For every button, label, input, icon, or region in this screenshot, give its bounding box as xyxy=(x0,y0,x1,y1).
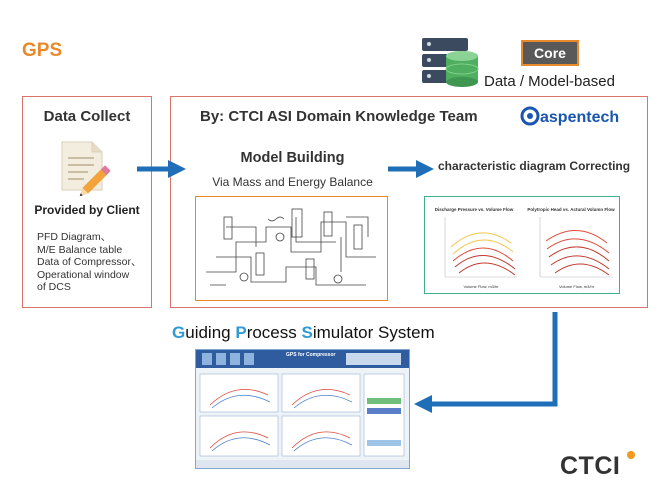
title-rest: imulator System xyxy=(312,323,435,342)
chart-right-title: Polytropic Head vs. Actural Volumn Flow xyxy=(527,207,615,212)
list-item: Data of Compressor、 xyxy=(37,256,142,268)
list-item: M/E Balance table xyxy=(37,243,123,256)
core-badge: Core xyxy=(521,40,579,66)
chart-right-xlabel: Volume Flow, m3/hr xyxy=(558,284,595,289)
model-building-subtitle: Via Mass and Energy Balance xyxy=(212,175,373,189)
ctci-logo-text: CTCI xyxy=(560,452,621,480)
characteristic-curves xyxy=(444,217,613,278)
ctci-logo: CTCI xyxy=(560,451,635,481)
chart-left-xlabel: Volume Flow, m3/hr xyxy=(463,284,499,289)
data-collect-panel xyxy=(22,96,152,308)
page-title: GPS xyxy=(22,40,63,61)
screen-title: GPS for Compressor xyxy=(286,352,336,358)
data-model-label: Data / Model-based xyxy=(484,73,615,90)
aspentech-text: aspentech xyxy=(540,109,620,126)
aspentech-mark-icon xyxy=(520,106,540,126)
chart-left-title: Discharge Pressure vs. Volume Flow xyxy=(434,207,514,212)
title-initial: P xyxy=(235,323,247,342)
gps-screen-thumbnail: GPS for Compressor xyxy=(195,349,410,469)
title-rest: rocess xyxy=(246,323,302,342)
title-initial: G xyxy=(172,323,186,342)
database-server-icon xyxy=(422,38,479,87)
aspentech-logo: aspentech xyxy=(520,106,619,127)
title-rest: uiding xyxy=(185,323,236,342)
characteristic-charts-thumbnail: Discharge Pressure vs. Volume Flow Polyt… xyxy=(424,196,620,294)
diagram-correcting-heading: characteristic diagram Correcting xyxy=(438,159,631,173)
model-team-panel xyxy=(170,96,648,308)
ctci-star-icon xyxy=(627,451,635,459)
pfd-diagram-thumbnail xyxy=(195,196,388,301)
arrow-correcting-to-system xyxy=(414,312,558,413)
screen-panels xyxy=(196,353,409,468)
gps-system-title: Guiding Process Simulator System xyxy=(172,323,435,343)
list-item: of DCS xyxy=(37,281,71,293)
title-initial: S xyxy=(301,323,313,342)
provided-by-client: Provided by Client xyxy=(34,203,140,217)
list-item: Operational window xyxy=(37,268,130,281)
pfd-schematic xyxy=(206,208,376,286)
document-pencil-icon xyxy=(61,141,111,196)
model-building-heading: Model Building xyxy=(240,150,345,166)
data-collect-heading: Data Collect xyxy=(43,108,131,125)
list-item: PFD Diagram、 xyxy=(37,231,112,243)
arrow-model-to-correcting xyxy=(388,160,434,178)
client-data-list: PFD Diagram、 M/E Balance table Data of C… xyxy=(37,231,152,294)
arrow-collect-to-model xyxy=(137,160,186,178)
team-heading: By: CTCI ASI Domain Knowledge Team xyxy=(200,108,478,125)
